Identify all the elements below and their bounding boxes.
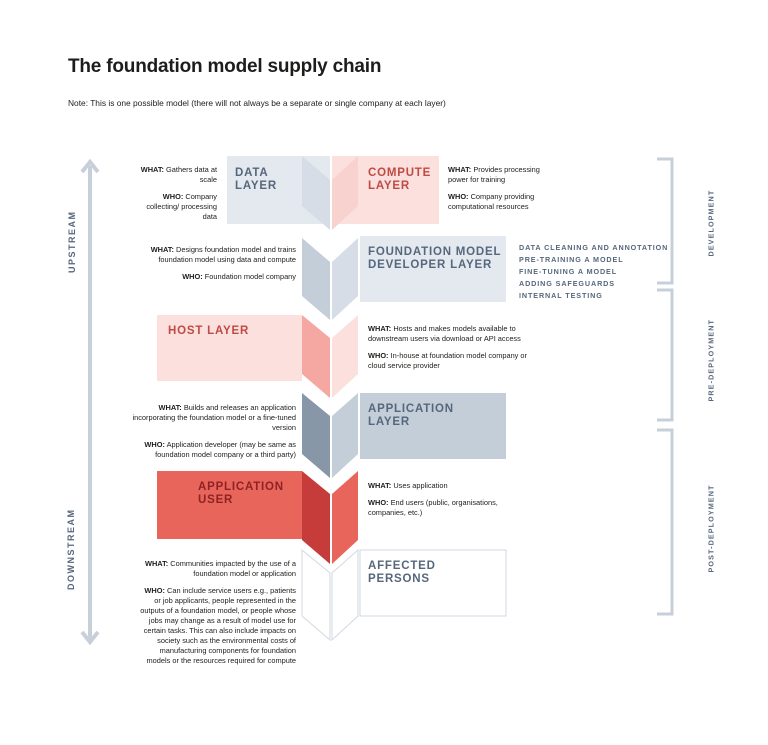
stage-item: ADDING SAFEGUARDS (519, 279, 615, 288)
data-annotation: WHAT: Gathers data at scale WHO: Company… (140, 165, 217, 221)
phase-brackets (657, 157, 674, 616)
chevron-right-3 (332, 315, 358, 398)
chevron-right-2 (332, 238, 358, 320)
note: Note: This is one possible model (there … (68, 98, 446, 108)
fm-annotation: WHAT: Designs foundation model and train… (150, 245, 296, 281)
compute-annotation: WHAT: Provides processing power for trai… (448, 165, 540, 211)
compute-layer-title: COMPUTE LAYER (368, 167, 432, 192)
chevron-right-4 (332, 393, 358, 478)
app-user-title: APPLICATION USER (198, 481, 284, 506)
host-annotation: WHAT: Hosts and makes models available t… (368, 324, 527, 370)
stage-item: FINE-TUNING A MODEL (519, 267, 618, 276)
upstream-label: UPSTREAM (67, 210, 77, 273)
app-user-box (157, 471, 302, 539)
chevron-left-1 (302, 156, 330, 230)
data-layer-title: DATA LAYER (235, 167, 277, 192)
stage-item: PRE-TRAINING A MODEL (519, 255, 624, 264)
chevron-left-6 (301, 548, 331, 642)
chevron-left-5 (302, 471, 330, 564)
fm-layer-box (360, 236, 506, 302)
chevron-right-5 (332, 471, 358, 564)
app-user-annotation: WHAT: Uses application WHO: End users (p… (368, 481, 498, 517)
host-layer-box (157, 315, 302, 381)
upstream-downstream-arrow (80, 158, 100, 646)
affected-box (359, 549, 507, 617)
development-label: DEVELOPMENT (706, 189, 716, 257)
downstream-label: DOWNSTREAM (66, 508, 76, 591)
application-layer-title: APPLICATION LAYER (368, 403, 454, 428)
chevron-right-1 (332, 156, 358, 230)
chevron-right-6 (331, 548, 359, 642)
page-title: The foundation model supply chain (68, 56, 382, 77)
stage-item: DATA CLEANING AND ANNOTATION (519, 243, 669, 252)
chevron-left-2 (302, 238, 330, 320)
chevron-left-3 (302, 315, 330, 398)
affected-annotation: WHAT: Communities impacted by the use of… (140, 559, 296, 665)
application-annotation: WHAT: Builds and releases an application… (132, 403, 296, 459)
application-layer-box (360, 393, 506, 459)
host-layer-title: HOST LAYER (168, 325, 250, 337)
pre-deployment-label: PRE-DEPLOYMENT (706, 319, 716, 402)
stage-item: INTERNAL TESTING (519, 291, 603, 300)
affected-title: AFFECTED PERSONS (368, 560, 436, 585)
post-deployment-label: POST-DEPLOYMENT (706, 484, 716, 573)
chevron-left-4 (302, 393, 330, 478)
fm-layer-title: FOUNDATION MODEL DEVELOPER LAYER (368, 246, 502, 271)
